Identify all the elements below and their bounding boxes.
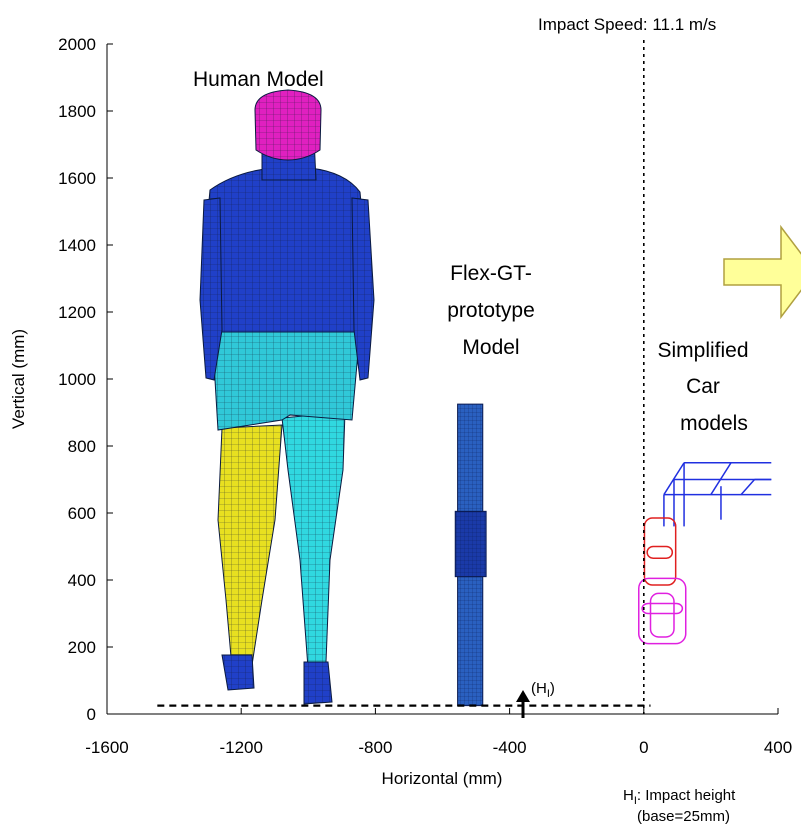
flex-model-label-line1: Flex-GT- — [450, 262, 532, 285]
y-tick-label: 1600 — [58, 169, 96, 188]
y-tick-label: 1400 — [58, 236, 96, 255]
right-foot-mesh — [304, 662, 332, 704]
y-tick-label: 1800 — [58, 102, 96, 121]
x-tick-label: 400 — [764, 738, 792, 757]
impact-height-marker-label: (HI) — [531, 680, 555, 700]
flex-model-label-line3: Model — [462, 336, 519, 359]
car-frame-line — [710, 462, 732, 495]
impact-speed-label: Impact Speed: 11.1 m/s — [538, 15, 716, 34]
right-arm-mesh — [352, 198, 374, 380]
plot-axes: 0 200 400 600 800 1000 1200 1400 1600 1800 2000 -16… — [58, 35, 792, 757]
flex-model-figure — [454, 403, 487, 707]
car-bumper-red-inner — [646, 545, 674, 559]
x-tick-label: -1200 — [219, 738, 262, 757]
y-tick-label: 200 — [68, 638, 96, 657]
flex-knee-segment-mesh — [455, 511, 487, 577]
impact-height-arrow — [516, 690, 530, 718]
x-tick-label: -400 — [493, 738, 527, 757]
flex-upper-segment-mesh — [457, 404, 483, 512]
car-frame-line — [740, 479, 756, 496]
impact-height-footnote: HI: Impact height — [623, 787, 736, 807]
head-mesh — [255, 90, 321, 160]
y-tick-label: 1000 — [58, 370, 96, 389]
left-foot-mesh — [222, 655, 254, 690]
torso-mesh — [204, 168, 366, 332]
car-lower-magenta-core — [649, 592, 675, 638]
x-axis-title: Horizontal (mm) — [382, 769, 503, 788]
car-model-label-line3: models — [680, 412, 748, 435]
y-axis-title: Vertical (mm) — [9, 329, 28, 429]
hips-mesh — [212, 330, 360, 430]
car-lower-magenta — [638, 577, 687, 645]
y-tick-label: 800 — [68, 437, 96, 456]
impact-direction-arrow — [723, 224, 801, 320]
y-tick-label: 600 — [68, 504, 96, 523]
flex-model-label-line2: prototype — [447, 299, 535, 322]
left-leg-mesh — [218, 425, 282, 668]
car-models-figure — [638, 462, 772, 645]
guide-lines — [157, 40, 651, 714]
y-tick-label: 0 — [87, 705, 96, 724]
x-tick-label: -1600 — [85, 738, 128, 757]
y-tick-label: 2000 — [58, 35, 96, 54]
y-tick-label: 1200 — [58, 303, 96, 322]
impact-height-footnote-base: (base=25mm) — [637, 808, 730, 825]
flex-lower-segment-mesh — [457, 576, 483, 706]
right-leg-mesh — [282, 412, 345, 668]
car-model-label-line2: Car — [686, 375, 720, 398]
x-tick-label: 0 — [639, 738, 648, 757]
car-lower-magenta-inner — [641, 602, 684, 615]
car-frame-line — [663, 462, 685, 495]
left-arm-mesh — [200, 198, 222, 380]
human-model-label: Human Model — [193, 68, 324, 91]
x-tick-label: -800 — [358, 738, 392, 757]
y-tick-label: 400 — [68, 571, 96, 590]
human-model-figure — [199, 89, 375, 705]
car-bumper-red — [643, 517, 677, 586]
car-model-label-line1: Simplified — [657, 339, 748, 362]
